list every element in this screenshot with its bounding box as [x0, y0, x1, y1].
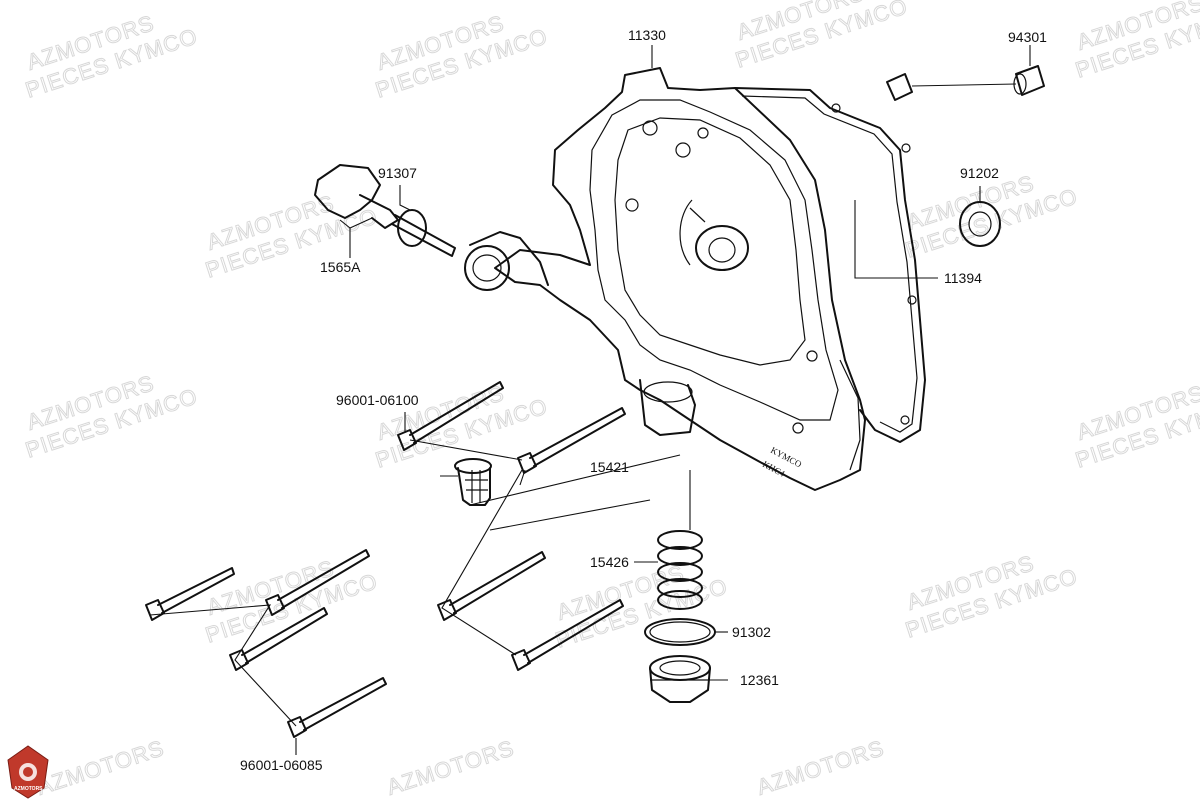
o-ring-91302 — [644, 618, 716, 646]
cover-code-emboss: KHC4 — [761, 459, 787, 479]
label-bolt-short: 96001-06085 — [240, 757, 323, 773]
azmotors-logo: AZMOTORS — [7, 745, 49, 799]
label-drain-plug: 12361 — [740, 672, 779, 688]
watermarks: AZMOTORS PIECES KYMCO AZMOTORS PIECES KY… — [22, 0, 1200, 800]
label-pin: 94301 — [1008, 29, 1047, 45]
label-strainer: 15421 — [590, 459, 629, 475]
label-dipstick: 1565A — [320, 259, 361, 275]
leader-lines — [149, 45, 1031, 755]
label-oring-dipstick: 91307 — [378, 165, 417, 181]
crankcase-cover-11330: KYMCO KHC4 — [464, 67, 866, 491]
label-bolt-long: 96001-06100 — [336, 392, 419, 408]
bolts-96001-06100 — [397, 381, 626, 474]
watermark-line1: AZMOTORS — [34, 735, 168, 800]
spring-15426 — [657, 530, 703, 610]
oil-strainer-15421 — [454, 458, 492, 506]
part-labels: 11330 94301 91202 11394 91307 1565A 9600… — [240, 27, 1047, 773]
watermark-line1: AZMOTORS — [754, 735, 888, 800]
label-cover: 11330 — [628, 27, 666, 43]
dipstick-1565a — [314, 164, 456, 257]
drain-plug-12361 — [649, 655, 711, 703]
label-gasket: 11394 — [944, 270, 982, 286]
gasket-11394 — [734, 87, 926, 443]
watermark-line1: AZMOTORS — [384, 735, 518, 800]
pin-94301 — [886, 65, 1045, 101]
label-spring: 15426 — [590, 554, 629, 570]
label-seal: 91202 — [960, 165, 999, 181]
label-oring-plug: 91302 — [732, 624, 771, 640]
logo-text: AZMOTORS — [14, 786, 43, 792]
